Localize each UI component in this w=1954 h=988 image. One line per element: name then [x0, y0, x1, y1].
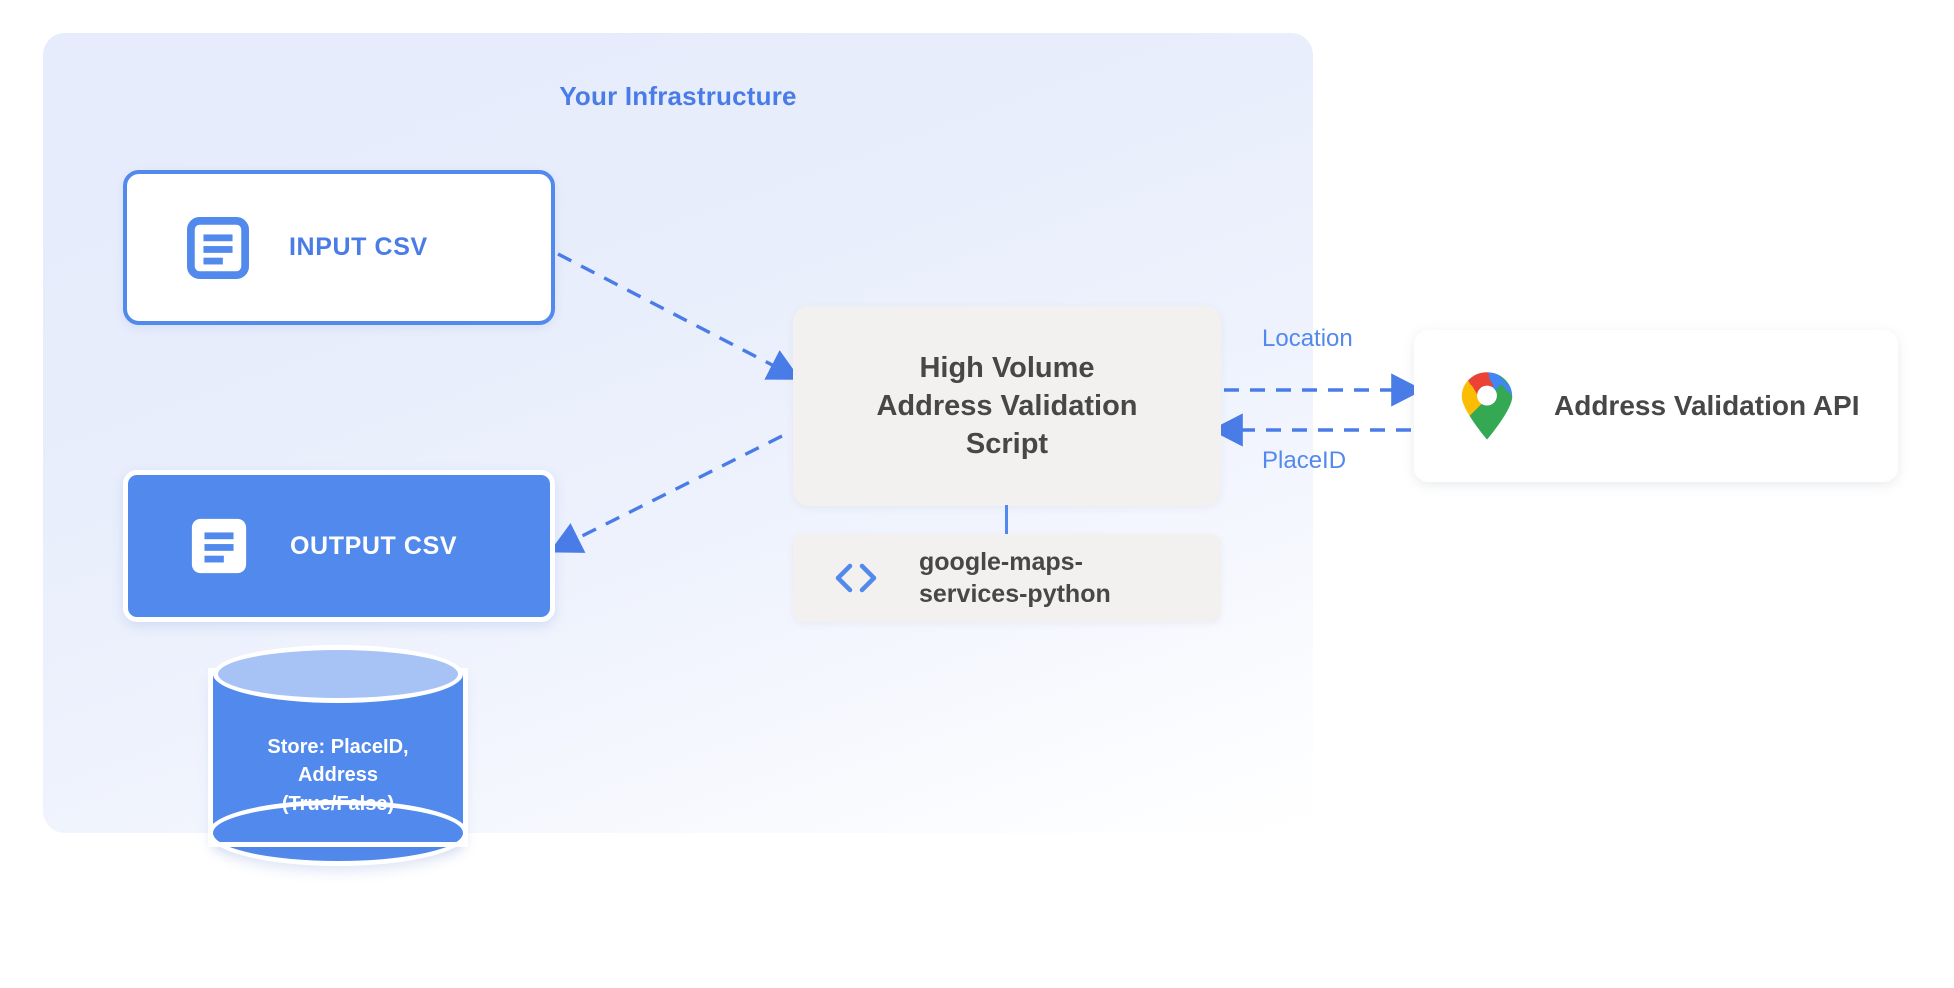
- script-line-2: Address Validation: [876, 389, 1138, 422]
- output-csv-label: OUTPUT CSV: [290, 531, 458, 560]
- address-validation-api-node[interactable]: Address Validation API: [1414, 330, 1898, 482]
- script-label: High Volume Address Validation Script: [876, 349, 1137, 464]
- edge-label-location: Location: [1262, 325, 1353, 352]
- datastore-line-3: (True/False): [281, 792, 395, 815]
- input-csv-label: INPUT CSV: [289, 233, 428, 261]
- input-csv-node[interactable]: INPUT CSV: [123, 170, 555, 325]
- datastore-cylinder[interactable]: Store: PlaceID, Address (True/False): [208, 645, 468, 870]
- document-icon: [191, 518, 247, 574]
- output-csv-node[interactable]: OUTPUT CSV: [123, 470, 555, 622]
- library-node[interactable]: google-maps- services-python: [793, 534, 1221, 622]
- datastore-line-2: Address: [297, 764, 379, 787]
- api-label: Address Validation API: [1554, 390, 1860, 421]
- edge-label-placeid: PlaceID: [1262, 447, 1347, 474]
- script-line-3: Script: [965, 428, 1049, 461]
- script-to-library-connector: [1005, 505, 1008, 537]
- library-line-2: services-python: [919, 580, 1111, 608]
- panel-title: Your Infrastructure: [559, 81, 797, 111]
- datastore-label: Store: PlaceID, Address (True/False): [213, 733, 463, 818]
- library-line-1: google-maps-: [919, 548, 1083, 576]
- cylinder-top: [213, 645, 463, 703]
- script-node[interactable]: High Volume Address Validation Script: [793, 306, 1221, 506]
- code-brackets-icon: [835, 563, 877, 593]
- library-label: google-maps- services-python: [919, 546, 1111, 610]
- script-line-1: High Volume: [919, 351, 1095, 384]
- datastore-line-1: Store: PlaceID,: [267, 736, 409, 758]
- google-maps-pin-icon: [1461, 371, 1513, 441]
- document-icon: [187, 216, 249, 279]
